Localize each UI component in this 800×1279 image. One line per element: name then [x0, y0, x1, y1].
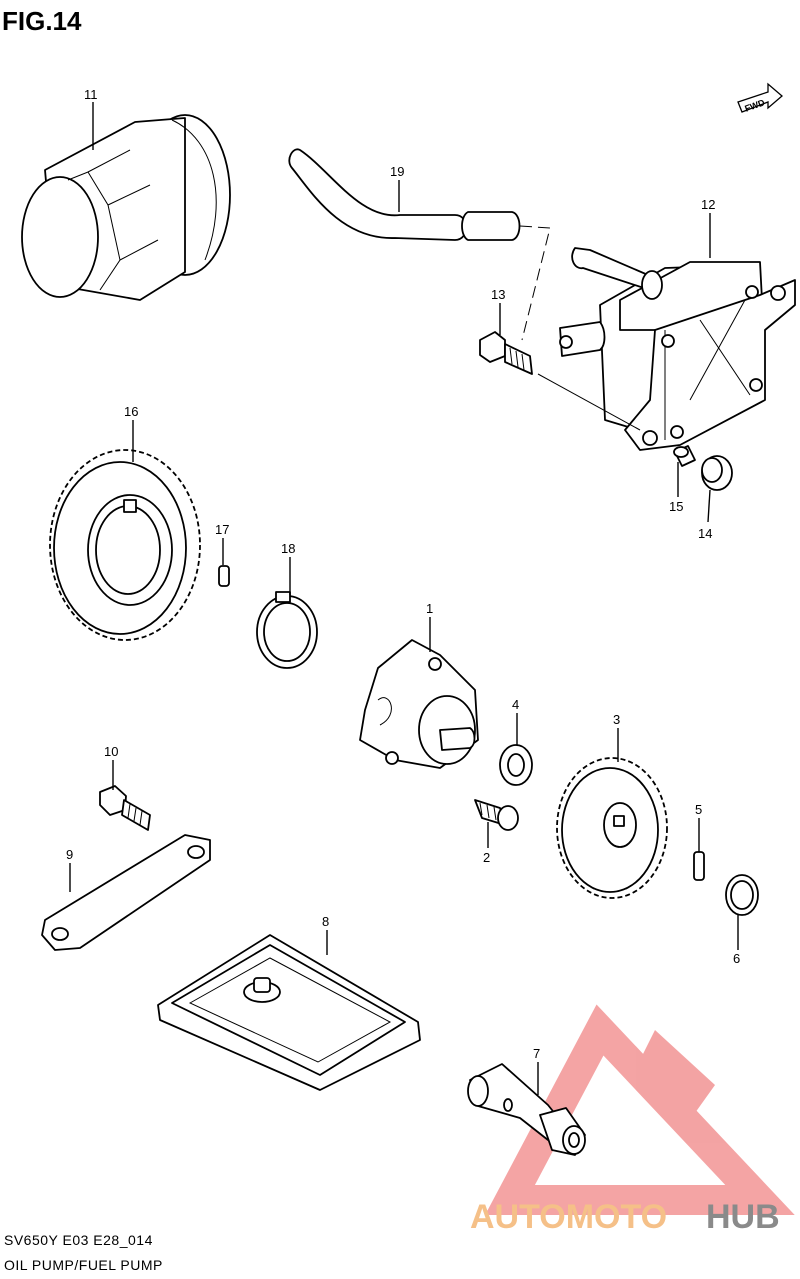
watermark: AUTOMOTO HUB	[470, 1198, 780, 1236]
callout-7: 7	[533, 1046, 540, 1061]
callout-11: 11	[84, 87, 98, 102]
oil-relief-valve	[467, 1063, 586, 1156]
callout-17: 17	[215, 522, 229, 537]
callout-12: 12	[701, 197, 715, 212]
callout-1: 1	[426, 601, 433, 616]
callout-4: 4	[512, 697, 519, 712]
oil-pump-drive-gear	[49, 449, 201, 641]
pin-5	[693, 851, 705, 881]
cover-bolt	[99, 785, 151, 831]
oil-pump-screw	[474, 799, 519, 831]
cover-plate	[41, 834, 211, 951]
callout-10: 10	[104, 744, 118, 759]
diagram-name: OIL PUMP/FUEL PUMP	[4, 1257, 163, 1273]
callout-14: 14	[698, 526, 712, 541]
callout-9: 9	[66, 847, 73, 862]
oil-pump-body	[359, 639, 479, 769]
callout-8: 8	[322, 914, 329, 929]
pin-17	[218, 565, 230, 587]
fuel-hose	[288, 148, 521, 241]
callout-6: 6	[733, 951, 740, 966]
reference-code: SV650Y E03 E28_014	[4, 1232, 153, 1248]
callout-15: 15	[669, 499, 683, 514]
callout-16: 16	[124, 404, 138, 419]
fuel-pump-bolt	[479, 331, 533, 375]
leader-lines	[69, 102, 739, 1095]
washer	[499, 744, 533, 786]
oil-filter	[21, 114, 231, 301]
oil-strainer	[157, 934, 421, 1091]
grommet	[701, 455, 733, 491]
watermark-word-b: HUB	[706, 1198, 780, 1236]
watermark-word-a: AUTOMOTO	[470, 1198, 667, 1236]
figure-title: FIG.14	[2, 6, 82, 36]
circlip-18	[256, 591, 318, 669]
callout-5: 5	[695, 802, 702, 817]
callout-2: 2	[483, 850, 490, 865]
forward-arrow-icon: FWD	[737, 82, 783, 114]
callout-13: 13	[491, 287, 505, 302]
oil-pump-driven-gear	[556, 757, 668, 899]
callout-3: 3	[613, 712, 620, 727]
callout-19: 19	[390, 164, 404, 179]
collar	[673, 445, 696, 467]
callout-18: 18	[281, 541, 295, 556]
fuel-pump	[559, 247, 796, 451]
circlip-6	[725, 874, 759, 916]
